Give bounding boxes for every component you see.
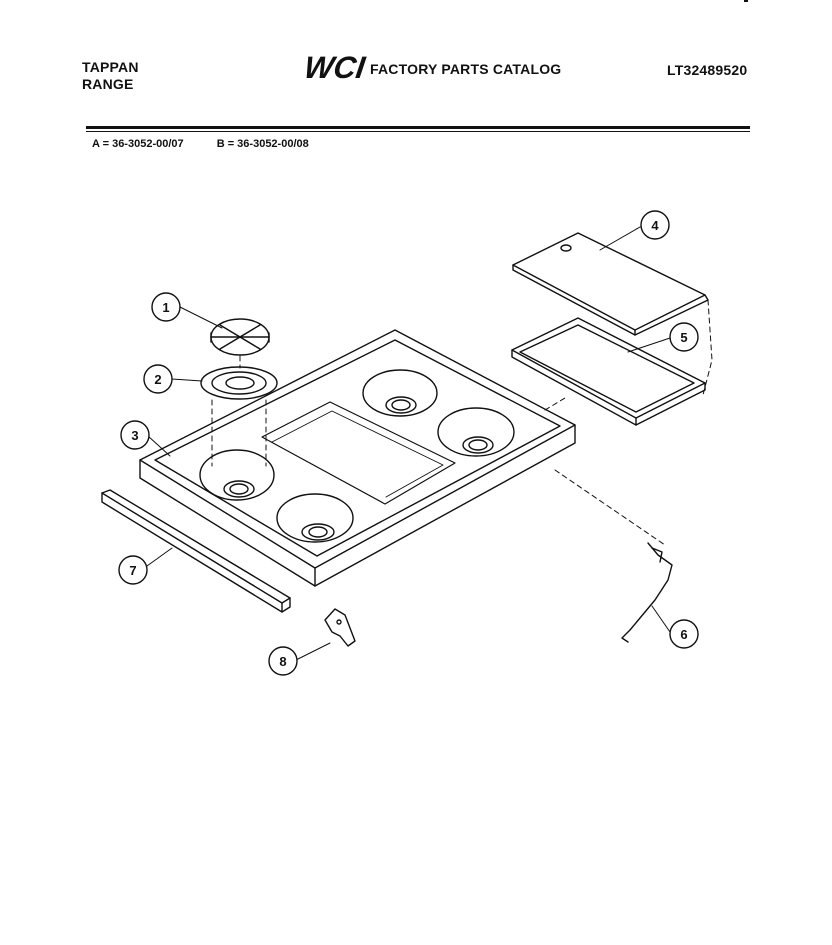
callout-8-label: 8 (279, 654, 286, 669)
catalog-title: FACTORY PARTS CATALOG (370, 61, 562, 77)
drip-bowl (200, 366, 278, 400)
wci-logo: WCI (305, 50, 367, 84)
callout-6-label: 6 (680, 627, 687, 642)
callout-3-label: 3 (131, 428, 138, 443)
svg-text:WCI: WCI (305, 50, 367, 84)
mounting-bracket (324, 608, 356, 647)
burner-well-right-front (437, 407, 515, 457)
callout-leaders (146, 226, 671, 661)
griddle-cover (512, 232, 713, 396)
front-trim-strip (101, 489, 291, 613)
callout-4: 4 (640, 210, 670, 240)
callout-2: 2 (143, 364, 173, 394)
callout-8: 8 (268, 646, 298, 676)
header-rule-thick (86, 126, 750, 129)
callout-3: 3 (120, 420, 150, 450)
callout-5: 5 (669, 322, 699, 352)
burner-grate (210, 318, 270, 356)
product-type: RANGE (82, 76, 134, 92)
callout-2-label: 2 (154, 372, 161, 387)
model-codes: A = 36-3052-00/07 B = 36-3052-00/08 (92, 138, 339, 150)
burner-well-left-front (276, 493, 354, 543)
alignment-lines (211, 355, 666, 546)
burner-well-left-rear (199, 449, 275, 501)
callout-4-label: 4 (651, 218, 659, 233)
support-rod (621, 542, 673, 643)
model-code-b: B = 36-3052-00/08 (216, 138, 309, 150)
model-number: LT32489520 (667, 62, 748, 78)
griddle-tray (511, 317, 706, 426)
model-code-a: A = 36-3052-00/07 (92, 138, 184, 150)
cooktop-main-top (139, 329, 576, 587)
callout-5-label: 5 (680, 330, 687, 345)
burner-well-right-rear (362, 369, 438, 417)
callout-6: 6 (669, 619, 699, 649)
brand-block: TAPPAN RANGE (82, 59, 139, 93)
corner-mark (744, 0, 748, 2)
callout-1: 1 (151, 292, 181, 322)
callout-7-label: 7 (129, 563, 136, 578)
header-rule-thin (86, 131, 750, 132)
callout-1-label: 1 (162, 300, 169, 315)
brand-name: TAPPAN (82, 59, 139, 75)
callout-7: 7 (118, 555, 148, 585)
